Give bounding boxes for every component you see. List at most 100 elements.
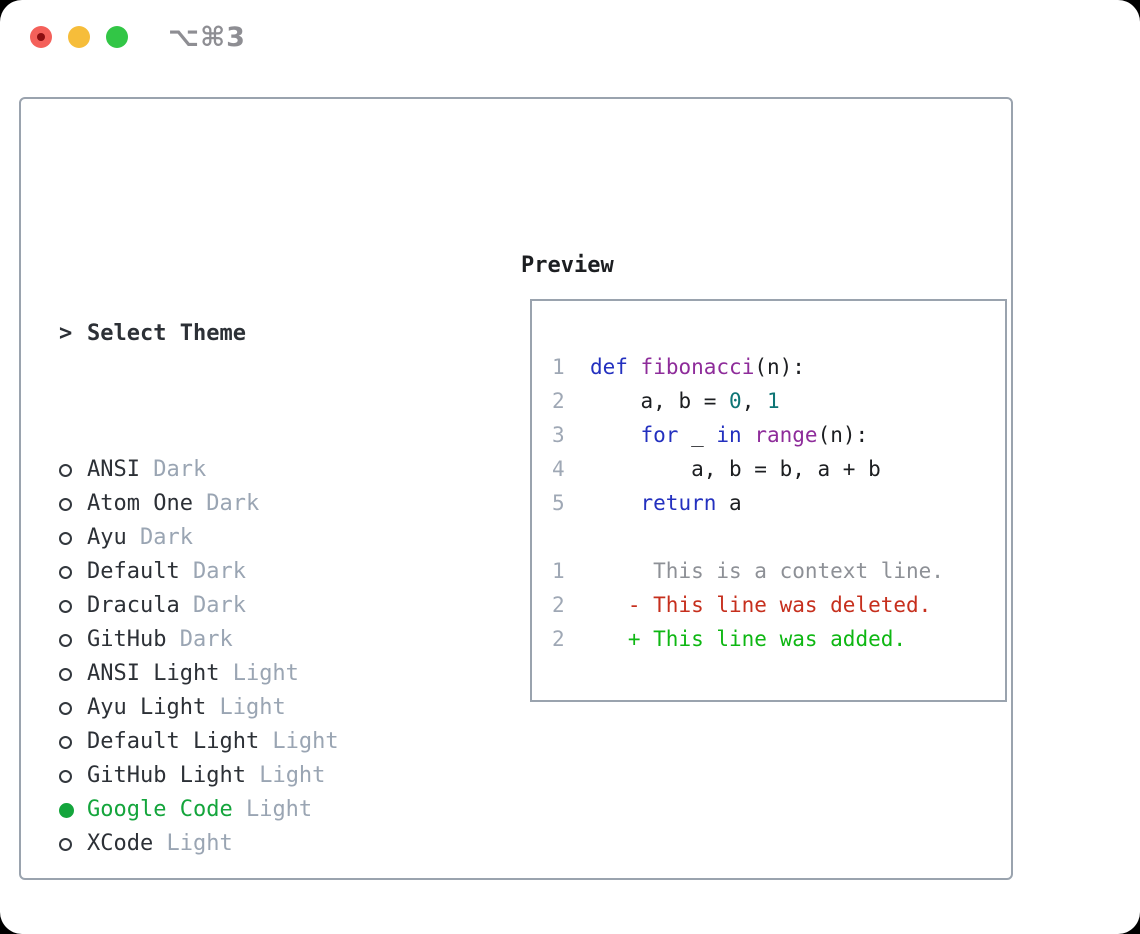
radio-unselected-icon bbox=[59, 565, 72, 579]
code-token-ctx: This is a context line. bbox=[564, 559, 944, 583]
option-variant-label: Dark bbox=[192, 491, 260, 516]
radio-unselected-icon bbox=[59, 837, 72, 851]
code-line: 3 for _ in range(n): bbox=[552, 418, 944, 452]
radio-unselected-icon bbox=[59, 701, 72, 715]
code-token-pln: (n): bbox=[754, 355, 805, 379]
code-line: 2 a, b = 0, 1 bbox=[552, 384, 944, 418]
code-token-pln bbox=[565, 491, 641, 515]
window-title-shortcut: ⌥⌘3 bbox=[168, 22, 246, 53]
code-token-pln: a, b = bbox=[564, 389, 730, 413]
line-number: 1 bbox=[552, 355, 565, 379]
code-token-pln: a bbox=[716, 491, 742, 515]
option-variant-label: Light bbox=[153, 831, 233, 856]
option-label: ANSI Light bbox=[87, 661, 220, 686]
code-token-kwd: for bbox=[640, 423, 679, 447]
code-token-lit: 1 bbox=[766, 389, 780, 413]
code-line: 2 - This line was deleted. bbox=[552, 588, 944, 622]
code-token-pln bbox=[565, 423, 641, 447]
close-button-dot-icon bbox=[37, 33, 45, 41]
option-label: Atom One bbox=[87, 491, 193, 516]
code-token-pln: a, b = b, a + b bbox=[564, 457, 881, 481]
minimize-button[interactable] bbox=[68, 26, 90, 48]
theme-option-ansi-light[interactable]: ANSI Light Light bbox=[59, 657, 499, 691]
line-number: 2 bbox=[552, 593, 565, 617]
option-variant-label: Dark bbox=[126, 525, 193, 550]
line-number: 4 bbox=[552, 457, 565, 481]
code-token-kwd: in bbox=[716, 423, 742, 447]
option-variant-label: Light bbox=[245, 763, 326, 788]
code-token-del: - This line was deleted. bbox=[564, 593, 932, 617]
code-line: 1 This is a context line. bbox=[552, 554, 944, 588]
close-button[interactable] bbox=[30, 26, 52, 48]
line-number: 2 bbox=[552, 389, 565, 413]
theme-option-github-light[interactable]: GitHub Light Light bbox=[59, 759, 499, 793]
option-variant-label: Light bbox=[219, 661, 299, 686]
option-label: Default bbox=[87, 559, 180, 584]
code-token-typ: fibonacci bbox=[640, 355, 755, 379]
theme-option-github[interactable]: GitHub Dark bbox=[59, 623, 499, 657]
zoom-button[interactable] bbox=[106, 26, 128, 48]
code-token-pln bbox=[742, 423, 755, 447]
radio-unselected-icon bbox=[59, 463, 72, 477]
preview-header: Preview bbox=[521, 253, 614, 278]
theme-option-atom-one[interactable]: Atom One Dark bbox=[59, 487, 499, 521]
option-variant-label: Dark bbox=[166, 627, 233, 652]
option-label: Google Code bbox=[87, 797, 233, 822]
option-variant-label: Light bbox=[259, 729, 339, 754]
option-variant-label: Dark bbox=[179, 593, 246, 618]
theme-option-xcode[interactable]: XCode Light bbox=[59, 827, 499, 861]
option-label: GitHub Light bbox=[87, 763, 246, 788]
radio-selected-icon bbox=[59, 802, 74, 818]
select-theme-label: Select Theme bbox=[87, 321, 246, 346]
code-line bbox=[552, 520, 944, 554]
select-theme-header: > Select Theme bbox=[59, 317, 499, 351]
line-number: 3 bbox=[552, 423, 565, 447]
prompt-caret-icon: > bbox=[59, 321, 73, 346]
code-line: 5 return a bbox=[552, 486, 944, 520]
code-line: 2 + This line was added. bbox=[552, 622, 944, 656]
code-token-pln: , bbox=[741, 389, 767, 413]
code-token-lit: 0 bbox=[729, 389, 742, 413]
option-label: Dracula bbox=[87, 593, 180, 618]
line-number: 5 bbox=[552, 491, 565, 515]
radio-unselected-icon bbox=[59, 497, 72, 511]
theme-option-ansi[interactable]: ANSI Dark bbox=[59, 453, 499, 487]
line-number: 1 bbox=[552, 559, 565, 583]
option-variant-label: Light bbox=[206, 695, 286, 720]
code-token-typ: range bbox=[754, 423, 818, 447]
code-token-pln: _ bbox=[678, 423, 717, 447]
option-label: GitHub bbox=[87, 627, 167, 652]
theme-option-default[interactable]: Default Dark bbox=[59, 555, 499, 589]
option-variant-label: Dark bbox=[179, 559, 246, 584]
code-token-pln bbox=[565, 355, 590, 379]
option-variant-label: Light bbox=[232, 797, 313, 822]
option-label: Default Light bbox=[87, 729, 260, 754]
radio-unselected-icon bbox=[59, 667, 72, 681]
line-number: 2 bbox=[552, 627, 565, 651]
code-token-kwd: def bbox=[589, 355, 628, 379]
radio-unselected-icon bbox=[59, 769, 72, 783]
option-label: Ayu bbox=[87, 525, 127, 550]
code-token-kwd: return bbox=[640, 491, 717, 515]
code-token-add: + This line was added. bbox=[564, 627, 907, 651]
radio-unselected-icon bbox=[59, 735, 72, 749]
code-line: 4 a, b = b, a + b bbox=[552, 452, 944, 486]
theme-option-google-code[interactable]: Google Code Light bbox=[59, 793, 499, 827]
theme-option-default-light[interactable]: Default Light Light bbox=[59, 725, 499, 759]
radio-unselected-icon bbox=[59, 531, 72, 545]
option-label: ANSI bbox=[87, 457, 140, 482]
theme-option-dracula[interactable]: Dracula Dark bbox=[59, 589, 499, 623]
code-line: 1 def fibonacci(n): bbox=[552, 350, 944, 384]
radio-unselected-icon bbox=[59, 633, 72, 647]
code-token-pln bbox=[628, 355, 641, 379]
radio-unselected-icon bbox=[59, 599, 72, 613]
theme-option-ayu[interactable]: Ayu Dark bbox=[59, 521, 499, 555]
option-label: Ayu Light bbox=[87, 695, 207, 720]
theme-option-ayu-light[interactable]: Ayu Light Light bbox=[59, 691, 499, 725]
